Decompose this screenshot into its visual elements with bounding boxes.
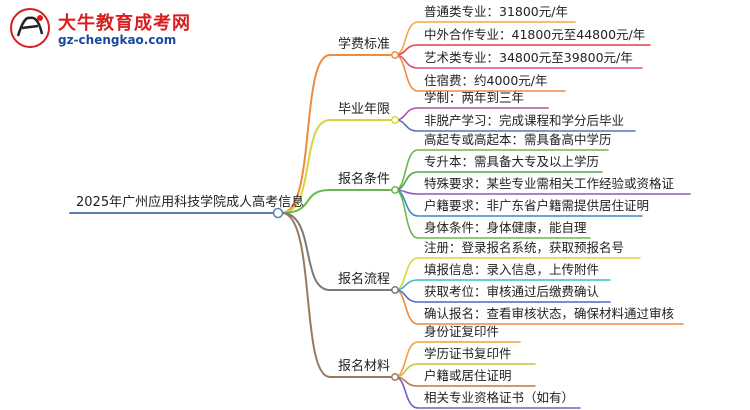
leaf-label-3-2: 获取考位：审核通过后缴费确认 — [424, 284, 600, 299]
leaf-label-4-2: 户籍或居住证明 — [424, 368, 512, 383]
root-node-label: 2025年广州应用科技学院成人高考信息 — [76, 195, 305, 210]
leaf-label-2-1: 专升本：需具备大专及以上学历 — [424, 154, 600, 169]
leaf-label-2-4: 身体条件：身体健康，能自理 — [424, 220, 587, 235]
branch-label-4: 报名材料 — [338, 359, 391, 374]
leaf-label-0-0: 普通类专业：31800元/年 — [424, 4, 568, 19]
branch-toggle-1[interactable] — [391, 116, 399, 124]
leaf-label-3-1: 填报信息：录入信息，上传附件 — [424, 262, 600, 277]
leaf-label-0-1: 中外合作专业：41800元至44800元/年 — [424, 27, 646, 42]
logo-name: 大牛教育成考网 — [58, 13, 191, 34]
branch-link-4 — [281, 212, 396, 378]
leaf-label-2-2: 特殊要求：某些专业需相关工作经验或资格证 — [424, 176, 675, 191]
branch-link-3 — [281, 212, 396, 291]
branch-toggle-0[interactable] — [391, 51, 399, 59]
leaf-label-1-0: 学制：两年到三年 — [424, 90, 525, 105]
branch-label-3: 报名流程 — [338, 272, 391, 287]
leaf-label-2-3: 户籍要求：非广东省户籍需提供居住证明 — [424, 198, 650, 213]
branch-link-0 — [281, 54, 396, 214]
logo-url: gz-chengkao.com — [58, 33, 177, 47]
leaf-label-3-3: 确认报名：查看审核状态，确保材料通过审核 — [424, 306, 675, 321]
leaf-label-3-0: 注册：登录报名系统，获取预报名号 — [424, 240, 625, 255]
branch-label-2: 报名条件 — [338, 172, 391, 187]
branch-link-2 — [281, 189, 396, 214]
leaf-label-4-0: 身份证复印件 — [424, 324, 500, 339]
leaf-label-2-0: 高起专或高起本：需具备高中学历 — [424, 132, 612, 147]
leaf-label-4-1: 学历证书复印件 — [424, 346, 512, 361]
branch-toggle-2[interactable] — [391, 186, 399, 194]
logo-mascot-icon — [10, 8, 50, 48]
leaf-label-1-1: 非脱产学习：完成课程和学分后毕业 — [424, 113, 625, 128]
branch-link-1 — [281, 119, 396, 214]
branch-toggle-3[interactable] — [391, 286, 399, 294]
branch-label-0: 学费标准 — [338, 37, 391, 52]
branch-toggle-4[interactable] — [391, 373, 399, 381]
root-toggle[interactable] — [272, 207, 284, 219]
branch-label-1: 毕业年限 — [338, 102, 391, 117]
site-logo[interactable]: 大牛教育成考网 gz-chengkao.com — [8, 6, 268, 54]
leaf-label-0-3: 住宿费：约4000元/年 — [424, 73, 548, 88]
leaf-label-4-3: 相关专业资格证书（如有） — [424, 390, 575, 405]
leaf-label-0-2: 艺术类专业：34800元至39800元/年 — [424, 50, 633, 65]
